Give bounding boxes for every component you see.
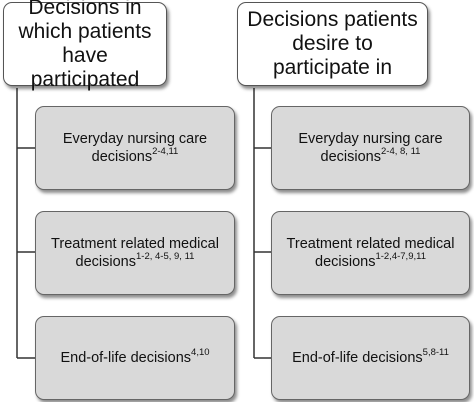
reference-superscript: 4,10: [191, 347, 210, 359]
item-participated-medical-text: Treatment related medical decisions1-2, …: [51, 236, 219, 270]
item-participated-endoflife: End-of-life decisions4,10: [35, 316, 235, 400]
item-participated-nursing-text: Everyday nursing care decisions2-4,11: [62, 131, 208, 165]
reference-superscript: 5,8-11: [422, 347, 449, 359]
item-desire-endoflife: End-of-life decisions5,8-11: [271, 316, 470, 400]
reference-superscript: 1-2, 4-5, 9, 11: [136, 251, 195, 263]
item-participated-endoflife-text: End-of-life decisions4,10: [60, 347, 210, 366]
header-participated: Decisions in which patients have partici…: [3, 0, 167, 91]
reference-superscript: 2-4, 8, 11: [381, 146, 421, 158]
item-desire-medical: Treatment related medical decisions1-2,4…: [271, 211, 470, 295]
item-desire-nursing-text: Everyday nursing care decisions2-4, 8, 1…: [298, 131, 443, 165]
header-desire: Decisions patients desire to participate…: [237, 2, 428, 86]
item-desire-endoflife-text: End-of-life decisions5,8-11: [292, 347, 449, 366]
reference-superscript: 2-4,11: [152, 146, 179, 158]
item-desire-medical-text: Treatment related medical decisions1-2,4…: [286, 236, 455, 270]
reference-superscript: 1-2,4-7,9,11: [375, 251, 426, 263]
item-participated-nursing: Everyday nursing care decisions2-4,11: [35, 106, 235, 190]
item-participated-medical: Treatment related medical decisions1-2, …: [35, 211, 235, 295]
header-desire-text: Decisions patients desire to participate…: [247, 8, 418, 79]
header-participated-text: Decisions in which patients have partici…: [18, 0, 152, 91]
item-desire-nursing: Everyday nursing care decisions2-4, 8, 1…: [271, 106, 470, 190]
